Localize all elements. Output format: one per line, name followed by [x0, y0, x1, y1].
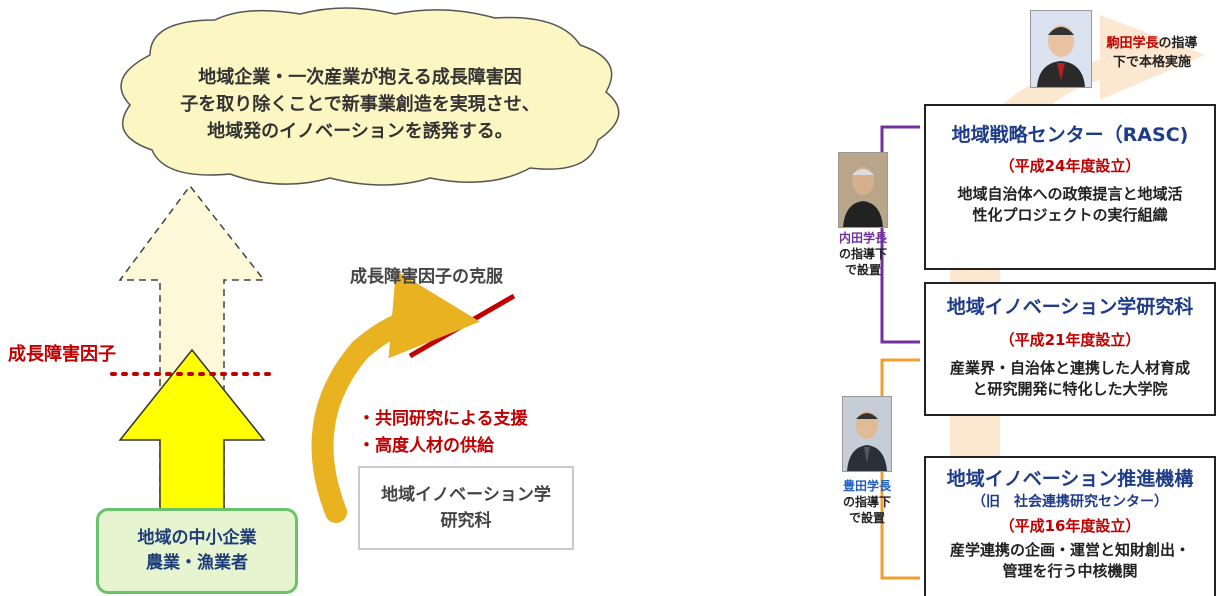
- grad-school-desc-line: 産業界・自治体と連携した人材育成: [949, 359, 1190, 377]
- uchida-bracket: [880, 125, 920, 344]
- toyoda-note-line: の指導下: [842, 495, 891, 509]
- graduate-school-line: 研究科: [440, 511, 492, 531]
- uchida-name: 内田学長: [838, 231, 887, 245]
- person-portrait-icon: [843, 397, 891, 471]
- person-portrait-icon: [1031, 11, 1091, 87]
- uchida-note: 内田学長 の指導下 で設置: [828, 230, 898, 278]
- support-item: ・共同研究による支援: [358, 409, 528, 429]
- cloud-message: 地域企業・一次産業が抱える成長障害因 子を取り除くことで新事業創造を実現させ、 …: [150, 64, 570, 145]
- rasc-title: 地域戦略センター（RASC): [951, 124, 1189, 146]
- growth-barrier-label: 成長障害因子: [8, 344, 116, 365]
- promotion-desc-line: 産学連携の企画・運営と知財創出・: [949, 541, 1190, 559]
- overcome-label: 成長障害因子の克服: [350, 267, 503, 287]
- promotion-year: （平成16年度設立）: [999, 517, 1141, 535]
- uchida-note-line: の指導下: [838, 247, 887, 261]
- cloud-line: 地域企業・一次産業が抱える成長障害因: [198, 67, 522, 88]
- grad-school-desc-line: と研究開発に特化した大学院: [972, 380, 1168, 398]
- komada-note-line: 駒田学長の指導: [1106, 36, 1198, 51]
- grad-school-year: （平成21年度設立）: [999, 331, 1141, 349]
- support-curved-arrow: [311, 270, 480, 523]
- graduate-school-line: 地域イノベーション学: [381, 485, 551, 505]
- rasc-desc-line: 地域自治体への政策提言と地域活: [957, 185, 1183, 203]
- promotion-desc-line: 管理を行う中核機関: [1002, 562, 1138, 580]
- promotion-sub: （旧 社会連携研究センター）: [972, 494, 1168, 510]
- komada-note: 駒田学長の指導 下で本格実施: [1092, 34, 1212, 72]
- person-portrait-icon: [839, 153, 887, 227]
- uchida-photo: [838, 152, 888, 228]
- komada-photo: [1030, 10, 1092, 88]
- promotion-card: 地域イノベーション推進機構 （旧 社会連携研究センター） （平成16年度設立） …: [924, 456, 1216, 596]
- cloud-line: 地域発のイノベーションを誘発する。: [207, 121, 513, 142]
- grad-school-title: 地域イノベーション学研究科: [946, 296, 1194, 318]
- cloud-line: 子を取り除くことで新事業創造を実現させ、: [180, 94, 540, 115]
- toyoda-note-line: で設置: [848, 511, 885, 525]
- toyoda-photo: [842, 396, 892, 472]
- komada-note-line: 下で本格実施: [1112, 55, 1191, 70]
- uchida-note-line: で設置: [844, 263, 881, 277]
- grad-school-card: 地域イノベーション学研究科 （平成21年度設立） 産業界・自治体と連携した人材育…: [924, 282, 1216, 416]
- toyoda-name: 豊田学長: [842, 479, 891, 493]
- rasc-year: （平成24年度設立）: [999, 157, 1141, 175]
- graduate-school-box: 地域イノベーション学 研究科: [358, 466, 574, 550]
- support-item: ・高度人材の供給: [358, 436, 494, 456]
- idea-cloud-shape: [120, 7, 620, 186]
- support-list: ・共同研究による支援 ・高度人材の供給: [358, 406, 528, 460]
- sme-growth-arrow: [118, 348, 266, 513]
- sme-box: 地域の中小企業 農業・漁業者: [96, 508, 298, 594]
- sme-line: 地域の中小企業: [137, 528, 257, 548]
- rasc-card: 地域戦略センター（RASC) （平成24年度設立） 地域自治体への政策提言と地域…: [924, 104, 1216, 270]
- toyoda-note: 豊田学長 の指導下 で設置: [832, 478, 902, 526]
- promotion-title: 地域イノベーション推進機構: [946, 468, 1194, 490]
- komada-name: 駒田学長: [1106, 36, 1159, 51]
- sme-line: 農業・漁業者: [146, 553, 248, 573]
- rasc-desc-line: 性化プロジェクトの実行組織: [972, 206, 1168, 224]
